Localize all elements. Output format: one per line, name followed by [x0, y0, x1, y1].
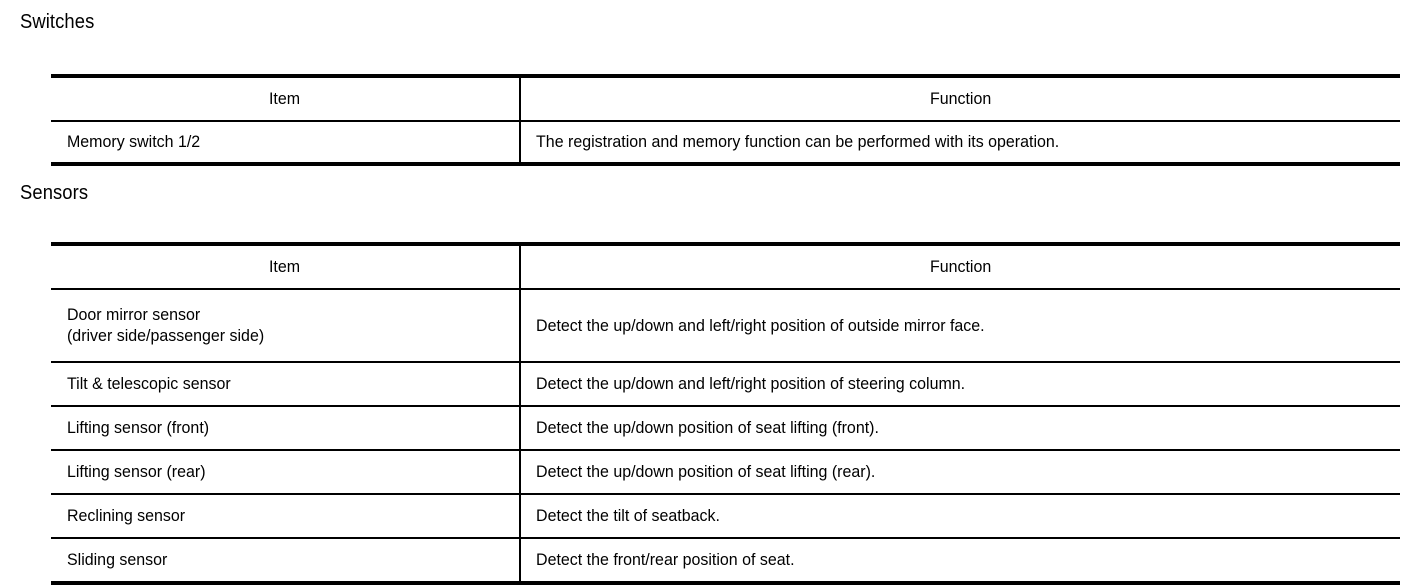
cell-item-text-line2: (driver side/passenger side)	[66, 326, 265, 345]
cell-function-text: Detect the up/down and left/right positi…	[536, 315, 985, 335]
column-header-function-label: Function	[929, 89, 992, 108]
section-heading-sensors: Sensors	[20, 182, 89, 204]
column-header-item-label: Item	[269, 257, 301, 276]
cell-item-text: Tilt & telescopic sensor	[66, 374, 231, 393]
cell-function-text: Detect the up/down position of seat lift…	[536, 462, 876, 481]
cell-item-text: Lifting sensor (rear)	[66, 462, 206, 481]
cell-item-text: Sliding sensor	[66, 550, 168, 569]
column-header-function: Function	[520, 244, 1400, 289]
table-header-row: Item Function	[51, 76, 1400, 121]
cell-function: Detect the tilt of seatback.	[520, 494, 1400, 538]
cell-item-text: Door mirror sensor	[66, 305, 201, 324]
switches-table: Item Function Memory switch 1/2 The regi…	[51, 74, 1400, 166]
column-header-function-label: Function	[929, 257, 992, 276]
cell-function-text: Detect the up/down and left/right positi…	[536, 374, 966, 393]
table-row: Memory switch 1/2 The registration and m…	[51, 121, 1400, 164]
cell-item: Door mirror sensor (driver side/passenge…	[51, 289, 521, 362]
cell-function-text: The registration and memory function can…	[536, 132, 1060, 151]
sensors-table-header: Item Function	[51, 244, 1400, 289]
column-header-function: Function	[520, 76, 1400, 121]
cell-function-text: Detect the up/down position of seat lift…	[536, 418, 879, 437]
switches-table-header: Item Function	[51, 76, 1400, 121]
table-row: Door mirror sensor (driver side/passenge…	[51, 289, 1400, 362]
table-row: Tilt & telescopic sensor Detect the up/d…	[51, 362, 1400, 406]
cell-item: Reclining sensor	[51, 494, 521, 538]
cell-function: The registration and memory function can…	[520, 121, 1400, 164]
cell-function-text: Detect the tilt of seatback.	[536, 506, 720, 525]
cell-function: Detect the up/down position of seat lift…	[520, 450, 1400, 494]
cell-function: Detect the front/rear position of seat.	[520, 538, 1400, 583]
section-heading-switches: Switches	[20, 11, 95, 33]
cell-function: Detect the up/down and left/right positi…	[520, 289, 1400, 362]
table-row: Sliding sensor Detect the front/rear pos…	[51, 538, 1400, 583]
cell-item: Memory switch 1/2	[51, 121, 521, 164]
switches-table-body: Memory switch 1/2 The registration and m…	[51, 121, 1400, 164]
cell-item: Sliding sensor	[51, 538, 521, 583]
cell-item: Lifting sensor (front)	[51, 406, 521, 450]
cell-item-text: Memory switch 1/2	[66, 132, 201, 151]
sensors-table-body: Door mirror sensor (driver side/passenge…	[51, 289, 1400, 583]
column-header-item-label: Item	[269, 89, 301, 108]
sensors-table: Item Function Door mirror sensor (driver…	[51, 242, 1400, 585]
cell-item: Lifting sensor (rear)	[51, 450, 521, 494]
table-row: Lifting sensor (front) Detect the up/dow…	[51, 406, 1400, 450]
column-header-item: Item	[51, 244, 521, 289]
cell-function: Detect the up/down and left/right positi…	[520, 362, 1400, 406]
cell-item-text: Lifting sensor (front)	[66, 418, 210, 437]
cell-item-text: Reclining sensor	[66, 506, 186, 525]
cell-function-text: Detect the front/rear position of seat.	[536, 550, 795, 569]
cell-item: Tilt & telescopic sensor	[51, 362, 521, 406]
table-row: Lifting sensor (rear) Detect the up/down…	[51, 450, 1400, 494]
table-header-row: Item Function	[51, 244, 1400, 289]
column-header-item: Item	[51, 76, 521, 121]
table-row: Reclining sensor Detect the tilt of seat…	[51, 494, 1400, 538]
cell-function: Detect the up/down position of seat lift…	[520, 406, 1400, 450]
